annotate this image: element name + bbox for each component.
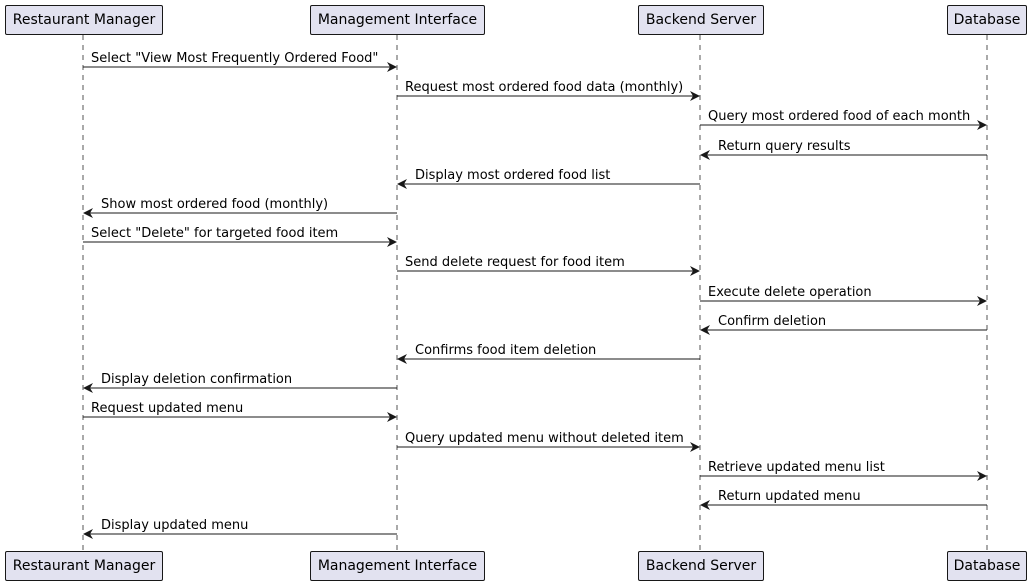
message-17: Display updated menu [83, 518, 397, 539]
message-label: Display deletion confirmation [101, 372, 292, 387]
message-label: Select "View Most Frequently Ordered Foo… [91, 51, 378, 66]
message-label: Return query results [718, 139, 851, 154]
message-13: Request updated menu [83, 401, 397, 422]
message-11: Confirms food item deletion [397, 343, 700, 364]
message-15: Retrieve updated menu list [700, 460, 987, 481]
message-label: Request most ordered food data (monthly) [405, 80, 683, 95]
message-6: Show most ordered food (monthly) [83, 197, 397, 218]
message-10: Confirm deletion [700, 314, 987, 335]
message-5: Display most ordered food list [397, 168, 700, 189]
message-4: Return query results [700, 139, 987, 160]
message-9: Execute delete operation [700, 285, 987, 306]
message-2: Request most ordered food data (monthly) [397, 80, 700, 101]
message-label: Confirm deletion [718, 314, 826, 329]
participant-db-top: Database [947, 5, 1027, 35]
participant-backend-top: Backend Server [638, 5, 764, 35]
message-3: Query most ordered food of each month [700, 109, 987, 130]
participant-manager-top: Restaurant Manager [5, 5, 163, 35]
message-label: Execute delete operation [708, 285, 872, 300]
message-label: Query most ordered food of each month [708, 109, 970, 124]
message-16: Return updated menu [700, 489, 987, 510]
message-14: Query updated menu without deleted item [397, 431, 700, 452]
message-label: Retrieve updated menu list [708, 460, 885, 475]
message-label: Request updated menu [91, 401, 243, 416]
message-label: Send delete request for food item [405, 255, 625, 270]
message-label: Select "Delete" for targeted food item [91, 226, 338, 241]
participant-db-bottom: Database [947, 551, 1027, 581]
participant-ui-bottom: Management Interface [310, 551, 485, 581]
message-label: Query updated menu without deleted item [405, 431, 684, 446]
participant-ui-top: Management Interface [310, 5, 485, 35]
message-12: Display deletion confirmation [83, 372, 397, 393]
message-7: Select "Delete" for targeted food item [83, 226, 397, 247]
participant-manager-bottom: Restaurant Manager [5, 551, 163, 581]
participant-backend-bottom: Backend Server [638, 551, 764, 581]
message-label: Confirms food item deletion [415, 343, 596, 358]
message-label: Return updated menu [718, 489, 861, 504]
message-1: Select "View Most Frequently Ordered Foo… [83, 51, 397, 72]
message-label: Show most ordered food (monthly) [101, 197, 328, 212]
message-label: Display updated menu [101, 518, 248, 533]
message-label: Display most ordered food list [415, 168, 610, 183]
message-8: Send delete request for food item [397, 255, 700, 276]
